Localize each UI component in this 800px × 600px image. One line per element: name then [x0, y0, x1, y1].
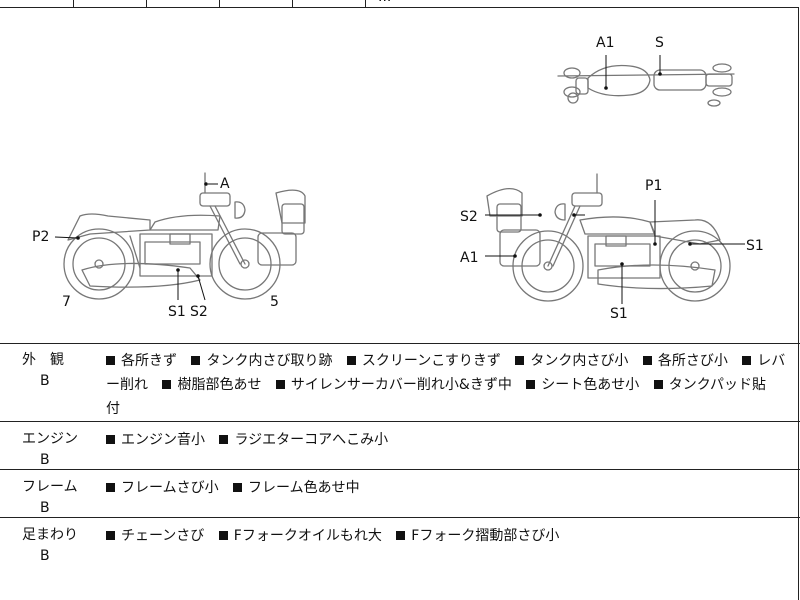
condition-note: スクリーンこすりきず: [346, 353, 501, 369]
condition-note: 各所さび小: [642, 353, 728, 369]
label-left-7: 7: [62, 294, 71, 310]
condition-note-text: レバー削れ: [106, 353, 786, 393]
left-side-view-bike: [63, 172, 306, 300]
label-right-p1: P1: [645, 178, 662, 194]
condition-note: エンジン音小: [106, 432, 205, 448]
section-grade: B: [40, 452, 50, 468]
condition-note-text: スクリーンこすりきず: [361, 353, 501, 369]
condition-note-text: シート色あせ小: [541, 377, 640, 393]
bullet-square-icon: [106, 531, 115, 540]
condition-note-text: タンク内さび小: [530, 353, 629, 369]
sheet-frame: [0, 7, 799, 600]
section-frame: フレーム B フレームさび小 フレーム色あせ中: [0, 470, 800, 518]
condition-note: タンク内さび取り跡: [191, 353, 332, 369]
condition-note-text: タンク内さび取り跡: [206, 353, 333, 369]
condition-note-text: ラジエターコアへこみ小: [234, 432, 389, 448]
condition-note: 樹脂部色あせ: [162, 377, 261, 393]
section-heading: 足まわり: [22, 527, 78, 543]
bullet-square-icon: [275, 380, 285, 389]
condition-note: Fフォークオイルもれ大: [218, 528, 382, 544]
section-engine: エンジン B エンジン音小 ラジエターコアへこみ小: [0, 422, 800, 470]
top-view-bike: [557, 63, 735, 107]
bullet-square-icon: [106, 435, 115, 444]
condition-note: タンクパッド貼付: [106, 377, 766, 417]
section-suspension: 足まわり B チェーンさび Fフォークオイルもれ大 Fフォーク摺動部さび小: [0, 518, 800, 600]
section-notes: フレームさび小 フレーム色あせ中: [106, 476, 786, 500]
label-left-5: 5: [270, 294, 279, 310]
condition-note: レバー削れ: [106, 353, 785, 393]
header-cell: [0, 0, 366, 8]
label-left-p2: P2: [32, 229, 49, 245]
bullet-square-icon: [642, 356, 652, 365]
label-left-s2: S2: [190, 304, 208, 320]
bullet-square-icon: [218, 531, 228, 540]
header-cell: [0, 0, 147, 8]
condition-note: Fフォーク摺動部さび小: [396, 528, 559, 544]
condition-note: 各所きず: [106, 353, 177, 369]
bullet-square-icon: [219, 435, 229, 444]
condition-note-text: チェーンさび: [121, 528, 205, 544]
condition-note-text: フレーム色あせ中: [248, 480, 360, 496]
label-right-s2: S2: [460, 209, 478, 225]
damage-diagram: A1 S A P2 7 S1 S2 5 P1 S2 A1 S1 S1: [0, 8, 800, 344]
label-right-a1: A1: [460, 250, 478, 266]
bullet-square-icon: [106, 356, 115, 365]
condition-note-text: サイレンサーカバー削れ小&きず中: [290, 377, 512, 393]
bullet-square-icon: [742, 356, 752, 365]
label-left-a: A: [220, 176, 230, 192]
condition-note-text: 各所きず: [121, 353, 177, 369]
condition-note: タンク内さび小: [515, 353, 628, 369]
bullet-square-icon: [526, 380, 536, 389]
bullet-square-icon: [233, 483, 243, 492]
section-grade: B: [40, 548, 50, 564]
header-cell: [0, 0, 220, 8]
condition-note: フレーム色あせ中: [233, 480, 360, 496]
condition-note-text: Fフォークオイルもれ大: [233, 528, 382, 544]
header-cell: [0, 0, 293, 8]
label-top-a1: A1: [596, 35, 614, 51]
bullet-square-icon: [346, 356, 356, 365]
bullet-square-icon: [106, 483, 115, 492]
bullet-square-icon: [191, 356, 201, 365]
bullet-square-icon: [162, 380, 172, 389]
section-heading: フレーム: [22, 479, 78, 495]
header-row-cut: ...: [0, 0, 800, 8]
condition-note: サイレンサーカバー削れ小&きず中: [275, 377, 512, 393]
section-heading: 外 観: [22, 352, 64, 368]
right-side-view-bike: [486, 173, 731, 302]
section-notes: 各所きず タンク内さび取り跡 スクリーンこすりきず タンク内さび小 各所さび小 …: [106, 349, 786, 421]
condition-note-text: エンジン音小: [121, 432, 205, 448]
motorcycle-diagram-svg: A1 S A P2 7 S1 S2 5 P1 S2 A1 S1 S1: [32, 35, 764, 322]
label-right-s1-bottom: S1: [610, 306, 628, 322]
condition-note-text: フレームさび小: [121, 480, 219, 496]
condition-note: チェーンさび: [106, 528, 204, 544]
bullet-square-icon: [653, 380, 663, 389]
label-top-s: S: [655, 35, 664, 51]
label-right-s1: S1: [746, 238, 764, 254]
section-heading: エンジン: [22, 431, 78, 447]
header-cut-text: ...: [378, 0, 391, 5]
condition-note-text: 各所さび小: [657, 353, 728, 369]
section-notes: チェーンさび Fフォークオイルもれ大 Fフォーク摺動部さび小: [106, 524, 786, 548]
condition-note: ラジエターコアへこみ小: [219, 432, 388, 448]
condition-note: フレームさび小: [106, 480, 219, 496]
section-notes: エンジン音小 ラジエターコアへこみ小: [106, 428, 786, 452]
label-left-s1: S1: [168, 304, 186, 320]
section-grade: B: [40, 373, 50, 389]
condition-note: シート色あせ小: [526, 377, 639, 393]
header-cell: [0, 0, 74, 8]
bullet-square-icon: [396, 531, 406, 540]
section-grade: B: [40, 500, 50, 516]
bullet-square-icon: [515, 356, 525, 365]
condition-note-text: 樹脂部色あせ: [177, 377, 262, 393]
section-exterior: 外 観 B 各所きず タンク内さび取り跡 スクリーンこすりきず タンク内さび小 …: [0, 343, 800, 422]
condition-note-text: Fフォーク摺動部さび小: [411, 528, 560, 544]
condition-note-text: タンクパッド貼付: [106, 377, 767, 417]
